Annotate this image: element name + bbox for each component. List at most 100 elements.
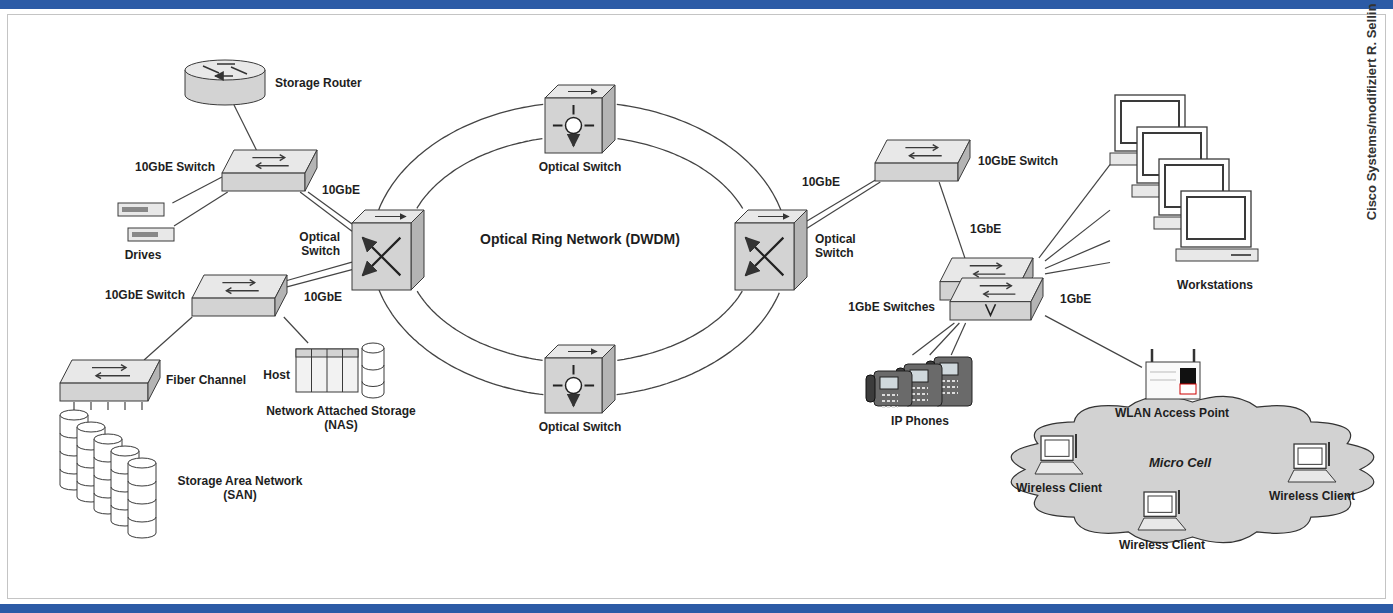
device-label: Optical Switch	[539, 420, 622, 434]
device-icon	[185, 60, 265, 105]
device-icon	[60, 410, 160, 540]
ring-fiber	[379, 290, 543, 395]
link-line	[1045, 316, 1142, 368]
network-link	[1045, 316, 1142, 368]
device-label: Optical Switch	[815, 232, 871, 260]
network-device: Optical Switch	[735, 210, 807, 290]
device-label: Network Attached Storage (NAS)	[254, 404, 429, 432]
link-line	[124, 402, 125, 410]
bottom-bar	[0, 604, 1393, 613]
network-device: 10GbE Switch	[875, 140, 970, 182]
link-line	[234, 105, 256, 150]
link-line	[287, 270, 352, 287]
network-device: Optical Switch	[545, 85, 615, 153]
network-device: Workstations	[1110, 95, 1270, 275]
device-icon	[118, 203, 174, 243]
link-speed: 10GbE	[320, 183, 362, 197]
device-label: Wireless Client	[1016, 481, 1102, 495]
fiber-line	[618, 139, 743, 209]
device-label: Optical Switch	[539, 160, 622, 174]
network-device: Fiber Channel	[60, 360, 160, 402]
device-label: IP Phones	[891, 414, 949, 428]
device-icon	[545, 85, 615, 153]
network-device: IP Phones	[862, 355, 977, 410]
network-link	[234, 105, 256, 150]
ring-fiber	[617, 104, 781, 210]
device-label: 10GbE Switch	[135, 160, 215, 174]
device-label: 10GbE Switch	[105, 288, 185, 302]
device-label: Drives	[125, 248, 162, 262]
device-icon	[875, 140, 970, 182]
device-icon	[1138, 488, 1186, 530]
network-link	[74, 402, 142, 410]
device-icon	[192, 275, 287, 317]
network-device: Optical Switch	[545, 345, 615, 413]
device-icon	[222, 150, 317, 192]
device-icon	[735, 210, 807, 290]
network-device: Wireless Client	[1138, 488, 1186, 530]
top-bar	[0, 0, 1393, 9]
device-label: Storage Router	[275, 76, 362, 90]
network-link	[300, 192, 352, 231]
fiber-line	[417, 291, 542, 360]
link-line	[141, 402, 142, 410]
fiber-line	[617, 293, 780, 395]
device-icon	[60, 360, 160, 402]
link-line	[144, 317, 192, 360]
device-icon	[862, 355, 977, 410]
frame-border	[8, 15, 1386, 599]
device-label: Optical Switch	[284, 230, 340, 258]
device-icon	[1142, 348, 1204, 400]
network-link	[912, 323, 965, 355]
network-device: HostNetwork Attached Storage (NAS)	[296, 343, 388, 398]
network-link	[172, 177, 227, 226]
device-icon	[352, 210, 424, 290]
link-speed: 1GbE	[968, 222, 1003, 236]
link-speed: 10GbE	[302, 290, 344, 304]
network-device: 10GbE Switch	[192, 275, 287, 317]
fiber-line	[417, 139, 543, 209]
link-line	[939, 182, 965, 258]
device-label: 1GbE Switches	[848, 300, 935, 314]
network-device: Wireless Client	[1288, 440, 1336, 482]
link-line	[300, 192, 352, 231]
device-label: Micro Cell	[1149, 456, 1211, 470]
link-speed: 1GbE	[1058, 292, 1093, 306]
link-line	[1045, 210, 1110, 261]
network-link	[284, 317, 308, 343]
network-device: Storage Router	[185, 60, 265, 105]
link-line	[172, 177, 222, 203]
link-line	[90, 402, 91, 410]
link-speed: 10GbE	[800, 175, 842, 189]
link-line	[930, 323, 960, 355]
fiber-line	[617, 104, 781, 210]
device-icon	[940, 258, 1045, 323]
network-device: Drives	[118, 203, 174, 243]
network-device: Storage Area Network (SAN)	[60, 410, 160, 540]
device-label: Workstations	[1177, 278, 1253, 292]
network-device: Optical Switch	[352, 210, 424, 290]
network-link	[287, 262, 352, 287]
device-label: Wireless Client	[1119, 538, 1205, 552]
link-line	[1039, 165, 1110, 258]
link-line	[951, 323, 965, 355]
network-device: Wireless Client	[1035, 432, 1083, 474]
link-line	[107, 402, 108, 410]
device-label: 10GbE Switch	[978, 154, 1058, 168]
link-line	[174, 192, 228, 226]
credit-note: Cisco Systems/modifiziert R. Sellin	[1365, 4, 1379, 221]
network-device: WLAN Access Point	[1142, 348, 1204, 400]
device-label: WLAN Access Point	[1115, 406, 1229, 420]
device-icon	[296, 343, 388, 398]
link-line	[1045, 263, 1110, 274]
network-link	[1039, 165, 1110, 274]
device-icon	[1035, 432, 1083, 474]
fiber-line	[379, 104, 544, 210]
network-device: 1GbE Switches	[940, 258, 1045, 323]
fiber-line	[379, 290, 543, 395]
device-label: Storage Area Network (SAN)	[165, 474, 315, 502]
network-link	[939, 182, 965, 258]
ring-fiber	[617, 291, 780, 395]
ring-fiber	[379, 104, 544, 210]
